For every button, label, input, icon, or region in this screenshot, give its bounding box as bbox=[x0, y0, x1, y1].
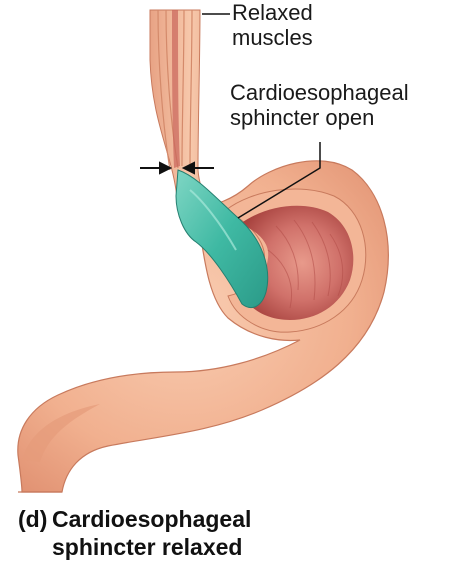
caption-line-2: sphincter relaxed bbox=[18, 533, 448, 561]
sphincter-open-label: Cardioesophageal sphincter open bbox=[230, 80, 460, 130]
relaxed-muscles-label: Relaxed muscles bbox=[232, 0, 452, 50]
caption-letter: (d) bbox=[18, 505, 52, 533]
caption-line-1: Cardioesophageal bbox=[52, 506, 251, 532]
figure-caption: (d)Cardioesophageal sphincter relaxed bbox=[18, 505, 448, 561]
